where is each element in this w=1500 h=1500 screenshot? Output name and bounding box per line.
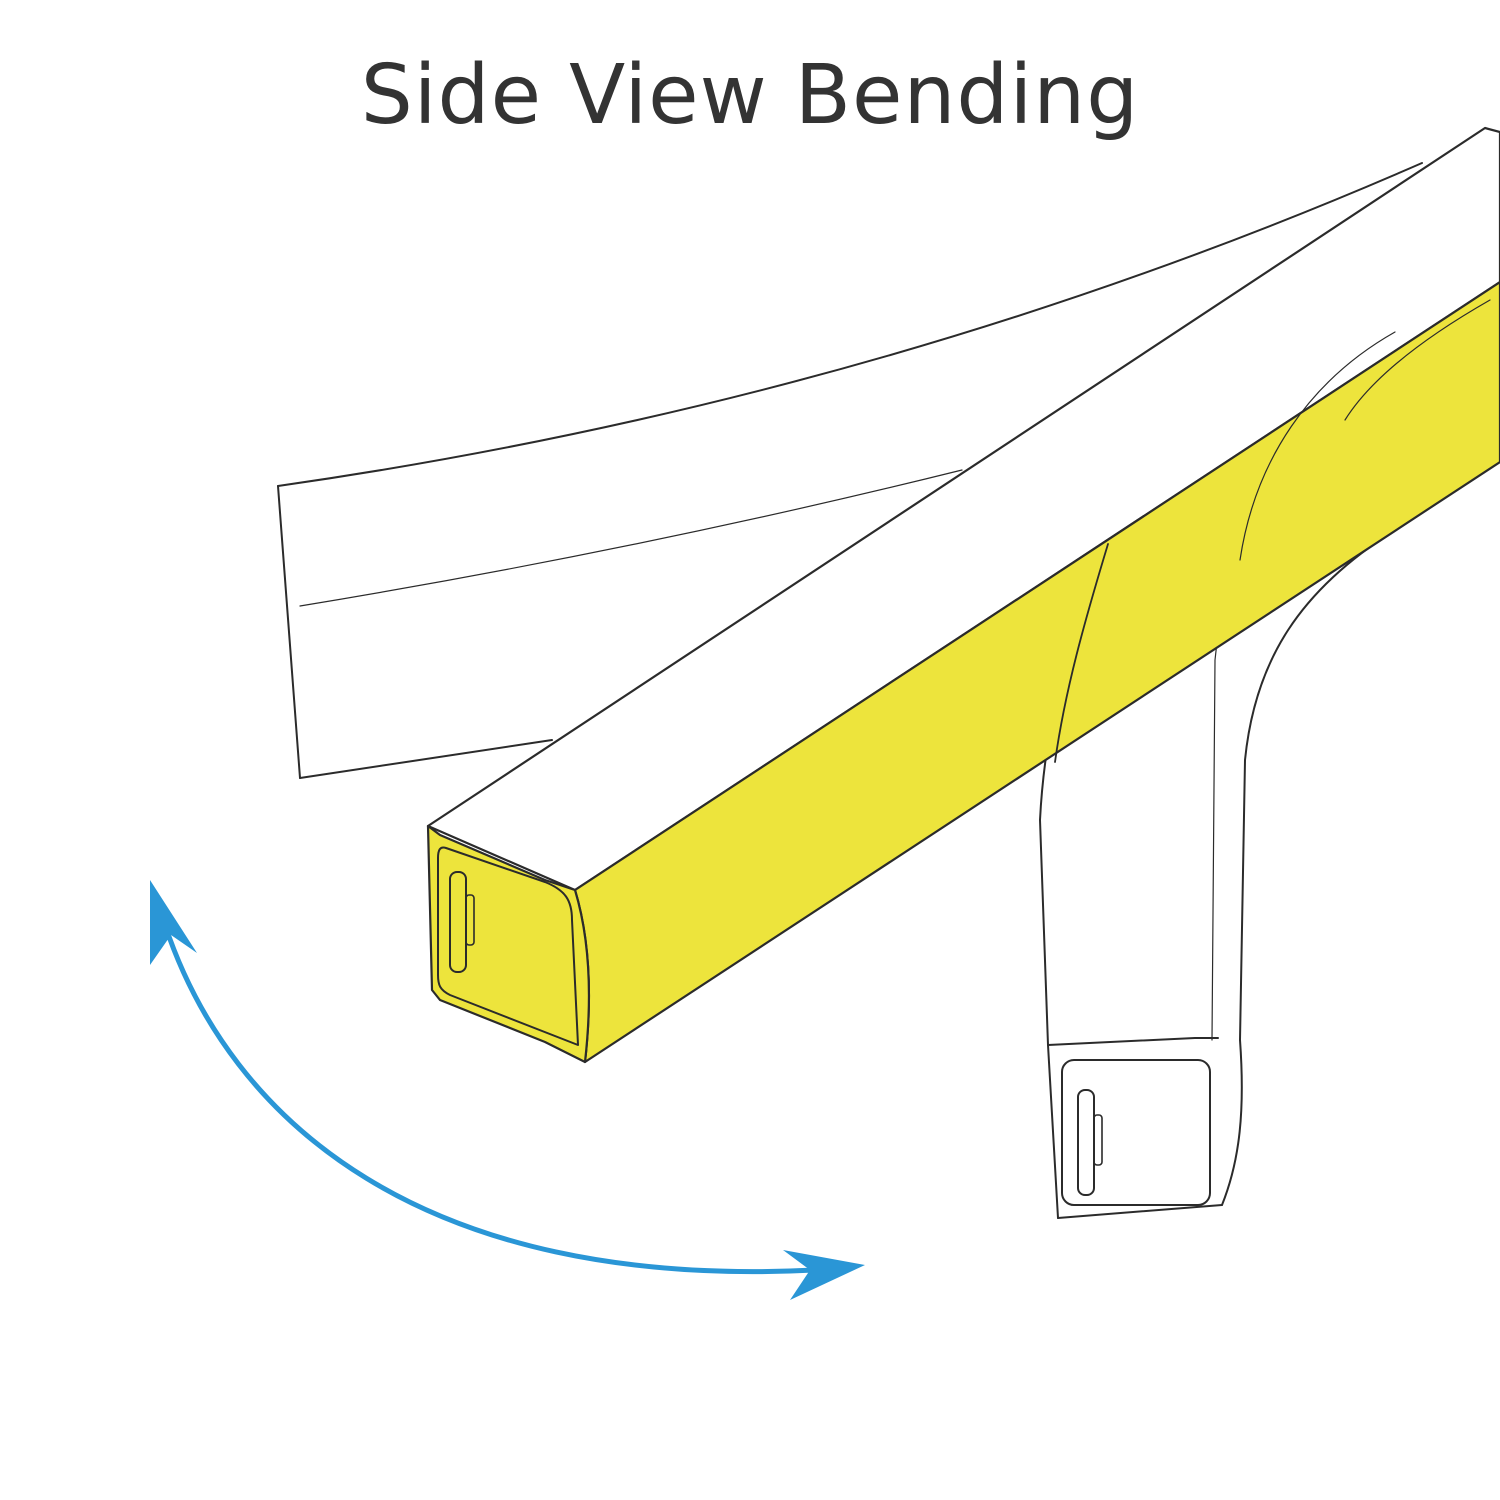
bend-arrow-arc: [162, 922, 818, 1275]
bend-arrow-head-top: [150, 880, 197, 965]
ghost-up-bottom-edge: [299, 739, 553, 779]
bend-arrow-head-bottom: [783, 1250, 865, 1300]
ghost-down-right-edge: [1221, 529, 1396, 1206]
ghost-strip-bent-up: [277, 162, 1423, 779]
ghost-down-end-face: [1061, 1059, 1211, 1206]
ghost-up-top-edge: [277, 162, 1423, 487]
diagram-title: Side View Bending: [360, 48, 1140, 143]
double-headed-curved-arrow-icon: [150, 880, 865, 1300]
main-strip-ghost-cross-2: [1239, 331, 1396, 561]
main-strip-ghost-cross-1: [1054, 543, 1109, 763]
main-strip-end-inner: [437, 846, 579, 1046]
ghost-down-clip-tab: [1093, 1114, 1103, 1166]
main-strip: [426, 126, 1500, 1064]
main-strip-clip-tab: [465, 894, 475, 946]
main-strip-top-face: [426, 126, 1500, 892]
ghost-up-mid-line: [299, 469, 963, 607]
ghost-down-end-top: [1047, 1037, 1219, 1046]
ghost-down-end-bottom: [1057, 1204, 1223, 1219]
ghost-up-left-end: [277, 485, 301, 779]
main-strip-ghost-cross-3: [1344, 299, 1491, 421]
ghost-down-clip: [1077, 1089, 1095, 1196]
